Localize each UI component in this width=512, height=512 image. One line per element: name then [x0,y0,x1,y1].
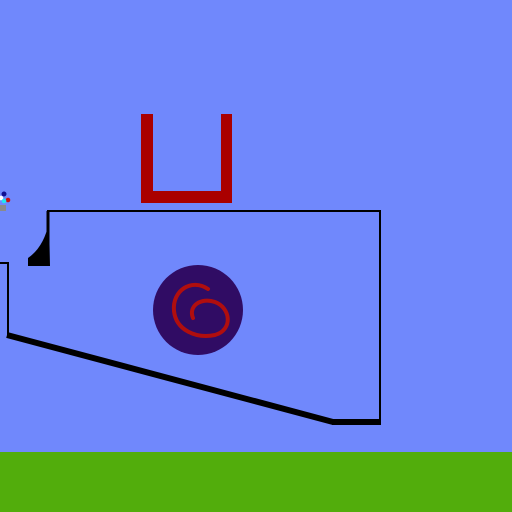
goal-cup-icon [141,114,232,203]
spiral-portal-icon[interactable] [153,265,243,355]
ball-player-icon[interactable] [0,191,11,212]
ground-strip [0,452,512,512]
wall-slope [6,332,334,425]
container-wall [0,210,381,425]
wall-curved-corner [28,222,50,266]
sky-background [0,0,512,452]
